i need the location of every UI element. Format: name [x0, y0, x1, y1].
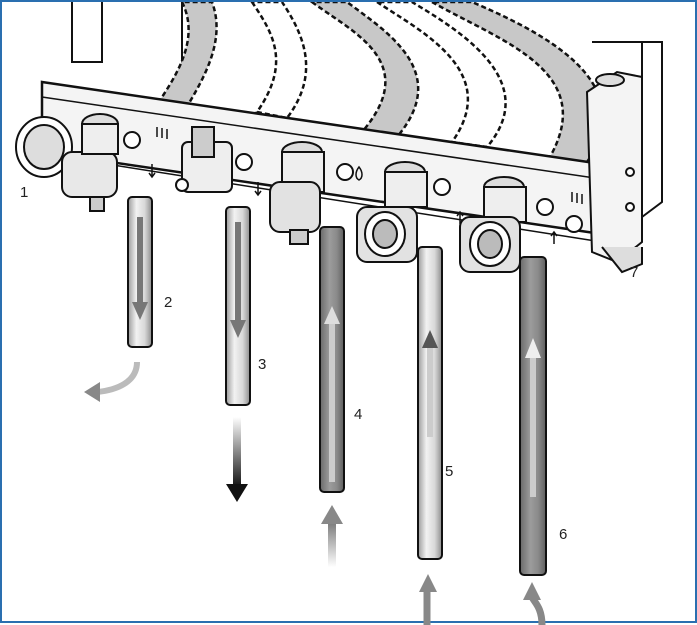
callout-1: 1 [20, 184, 29, 201]
right-bracket [585, 70, 643, 274]
callout-5: 5 [445, 463, 454, 480]
valve-4 [269, 141, 354, 245]
callout-6: 6 [559, 526, 568, 543]
valve-6 [459, 176, 583, 273]
valve-3 [175, 126, 253, 193]
bar-symbols [148, 127, 583, 244]
valve-5 [356, 161, 451, 263]
flow-arrows-inner [132, 217, 541, 497]
callout-7: 7 [630, 264, 639, 281]
valve-1 [15, 113, 141, 212]
flow-arrows-outer [84, 361, 546, 625]
callout-4: 4 [354, 406, 363, 423]
callout-3: 3 [258, 356, 267, 373]
callout-2: 2 [164, 294, 173, 311]
